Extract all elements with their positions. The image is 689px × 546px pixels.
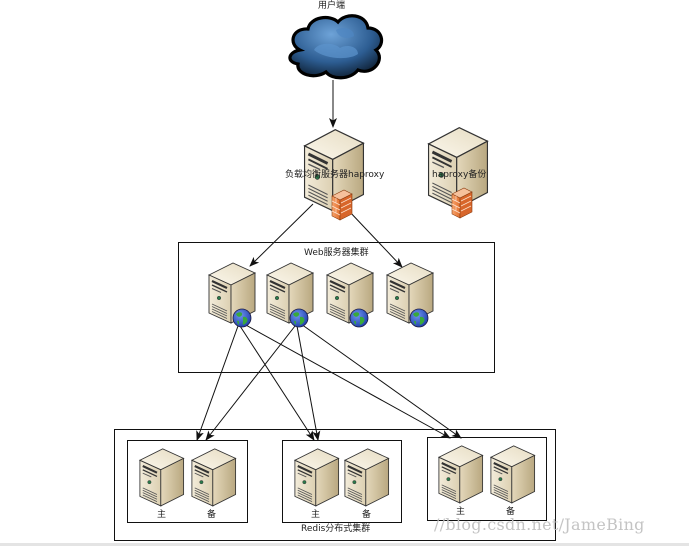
- connection-web2-to-redis1: [205, 325, 296, 441]
- redis-group-1-box: [127, 440, 248, 523]
- firewall-icon: [451, 187, 473, 219]
- redis-cluster-label: Redis分布式集群: [301, 524, 371, 534]
- connection-web2-to-redis2: [296, 325, 321, 441]
- redis-3-primary-label: 主: [456, 507, 466, 517]
- redis-1-primary-label: 主: [157, 510, 167, 520]
- firewall-icon: [331, 189, 353, 221]
- web-cluster-label: Web服务器集群: [304, 248, 369, 258]
- redis-1-backup-label: 备: [207, 510, 217, 520]
- redis-2-primary-label: 主: [311, 510, 321, 520]
- redis-group-3-box: [427, 437, 547, 521]
- connection-lb-to-web4: [347, 209, 403, 268]
- client-label: 用户端: [318, 1, 346, 11]
- connections: [196, 80, 462, 441]
- redis-group-2-box: [282, 440, 402, 523]
- web-cluster-box: [178, 242, 495, 373]
- connection-web1-to-redis2: [239, 325, 315, 441]
- bottom-border: [0, 543, 689, 546]
- connection-web1-to-redis3: [243, 323, 451, 439]
- redis-3-backup-label: 备: [506, 507, 516, 517]
- load-balancer-label: 负载均衡服务器haproxy: [285, 170, 385, 180]
- cloud-icon: [288, 14, 384, 80]
- connection-lb-to-web1: [249, 203, 314, 267]
- connection-web2-to-redis3: [300, 323, 462, 439]
- redis-cluster-box: [114, 429, 556, 541]
- redis-2-backup-label: 备: [362, 510, 372, 520]
- watermark: //blog.csdn.net/JameBing: [434, 515, 645, 534]
- backup-balancer-label: haproxy备份: [432, 170, 487, 180]
- connection-web1-to-redis1: [196, 325, 239, 441]
